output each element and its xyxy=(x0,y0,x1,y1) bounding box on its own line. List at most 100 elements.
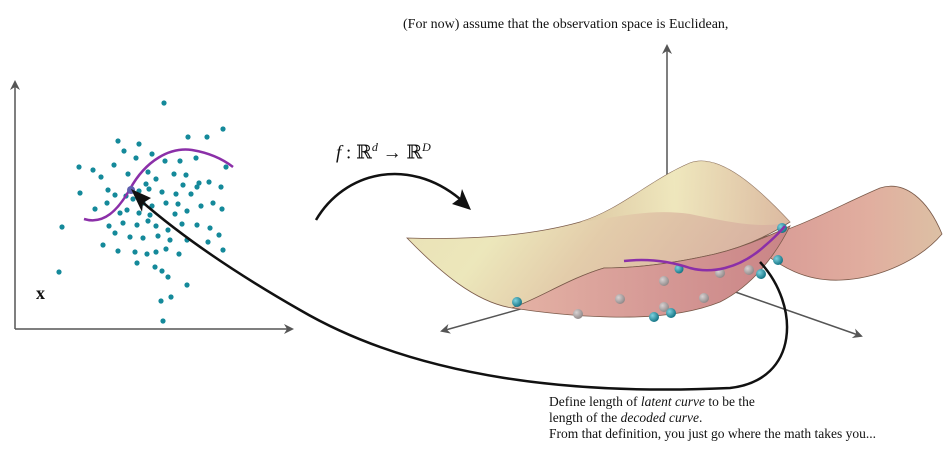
observed-point xyxy=(744,265,754,275)
latent-point xyxy=(184,208,190,214)
latent-point xyxy=(115,138,121,144)
latent-point xyxy=(160,318,166,324)
note-line-3: From that definition, you just go where … xyxy=(549,426,876,441)
pullback-arrow-head xyxy=(131,189,151,212)
latent-point xyxy=(152,264,158,270)
latent-point xyxy=(175,201,181,207)
mapping-colon: : xyxy=(346,142,352,164)
surface-bump-highlight xyxy=(580,161,790,225)
surface-underside xyxy=(511,225,791,318)
latent-point xyxy=(147,212,153,218)
note-emphasis-decoded-curve: decoded curve xyxy=(620,410,699,425)
latent-point xyxy=(204,134,210,140)
latent-point xyxy=(163,246,169,252)
observed-point xyxy=(659,302,669,312)
latent-point xyxy=(158,298,164,304)
latent-point xyxy=(125,171,131,177)
latent-point xyxy=(194,222,200,228)
latent-point xyxy=(140,235,146,241)
latent-point xyxy=(100,242,106,248)
mapping-arrow xyxy=(314,172,461,221)
latent-point xyxy=(121,148,127,154)
decoded-manifold xyxy=(406,160,943,318)
latent-point xyxy=(184,282,190,288)
latent-point xyxy=(218,184,224,190)
observed-point xyxy=(573,309,583,319)
latent-point xyxy=(145,218,151,224)
latent-point xyxy=(216,232,222,238)
observed-point xyxy=(773,255,783,265)
latent-space-label: x xyxy=(36,283,45,303)
latent-point xyxy=(219,206,225,212)
mapping-f: f xyxy=(336,142,342,164)
observed-point xyxy=(666,308,676,318)
latent-point xyxy=(168,294,174,300)
latent-point xyxy=(143,181,149,187)
latent-point xyxy=(92,206,98,212)
latent-point xyxy=(98,174,104,180)
latent-point xyxy=(146,186,152,192)
mapping-arrow-head xyxy=(452,189,471,210)
pullback-arrow xyxy=(139,199,789,391)
latent-point xyxy=(134,222,140,228)
latent-point xyxy=(145,169,151,175)
observed-point xyxy=(756,269,766,279)
latent-point xyxy=(193,155,199,161)
latent-point xyxy=(162,158,168,164)
latent-point xyxy=(56,269,62,275)
latent-point xyxy=(180,182,186,188)
latent-axes xyxy=(10,80,294,334)
latent-point xyxy=(220,126,226,132)
observed-point xyxy=(512,297,522,307)
latent-point xyxy=(112,230,118,236)
latent-point xyxy=(124,207,130,213)
latent-point xyxy=(90,167,96,173)
note-line-2: length of the decoded curve. xyxy=(549,410,876,426)
latent-point xyxy=(144,251,150,257)
latent-point xyxy=(165,227,171,233)
latent-point xyxy=(188,191,194,197)
note-text: to be the xyxy=(704,394,755,409)
latent-point xyxy=(177,158,183,164)
latent-point xyxy=(159,268,165,274)
latent-point xyxy=(149,151,155,157)
latent-point xyxy=(132,249,138,255)
latent-curve xyxy=(83,148,234,222)
latent-point xyxy=(196,180,202,186)
mapping-domain: ℝ xyxy=(356,142,372,164)
observed-point xyxy=(699,293,709,303)
latent-point xyxy=(115,248,121,254)
surface-right-fold xyxy=(759,186,943,281)
latent-point xyxy=(172,211,178,217)
latent-point xyxy=(185,134,191,140)
observed-point xyxy=(674,264,684,274)
latent-point xyxy=(159,189,165,195)
latent-point xyxy=(111,162,117,168)
latent-point xyxy=(161,100,167,106)
note-text: length of the xyxy=(549,410,621,425)
latent-point xyxy=(153,249,159,255)
latent-point xyxy=(106,223,112,229)
note-line-1: Define length of latent curve to be the xyxy=(549,394,876,410)
mapping-domain-exp: d xyxy=(371,140,378,154)
latent-point xyxy=(173,191,179,197)
latent-point xyxy=(153,223,159,229)
latent-point xyxy=(130,196,136,202)
latent-point xyxy=(179,221,185,227)
mapping-codomain-exp: D xyxy=(422,140,431,154)
observed-point xyxy=(615,294,625,304)
latent-point xyxy=(171,171,177,177)
mapping-arrow-symbol: → xyxy=(382,142,402,164)
latent-point xyxy=(155,233,161,239)
latent-point xyxy=(153,176,159,182)
note-text: . xyxy=(698,410,703,425)
latent-point xyxy=(127,234,133,240)
latent-point xyxy=(77,190,83,196)
latent-point xyxy=(167,237,173,243)
note-text: Define length of xyxy=(549,394,641,409)
latent-point xyxy=(59,224,65,230)
latent-point xyxy=(194,184,200,190)
mapping-codomain: ℝ xyxy=(406,142,423,164)
latent-point xyxy=(223,164,229,170)
